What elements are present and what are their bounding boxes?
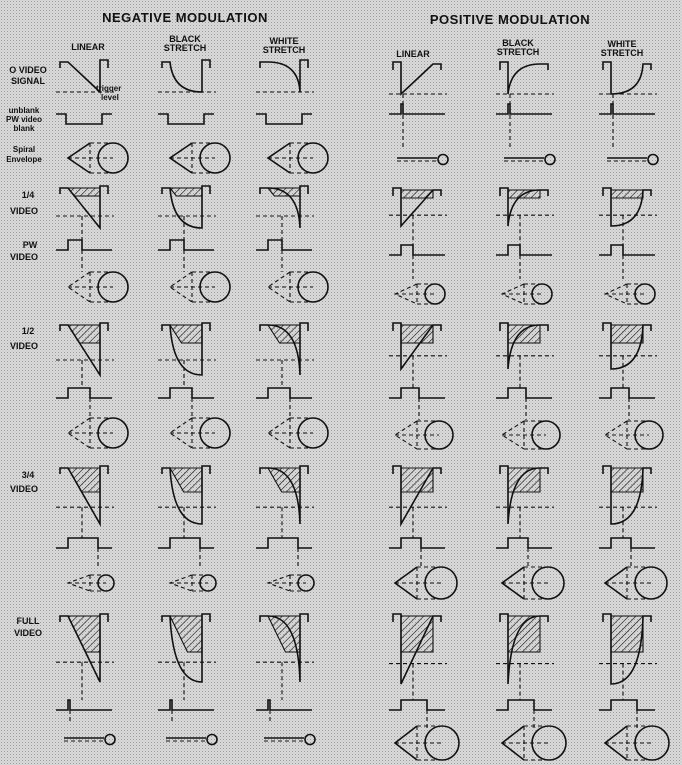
row-label-pw-1: PW	[23, 240, 38, 250]
envelope-row4-neg-linear-circle	[105, 735, 115, 745]
pulse-row1-neg-white	[256, 240, 312, 250]
signal-zero-neg-white	[260, 60, 308, 92]
blank-neg-white	[256, 114, 312, 124]
row-label-zero-video-1: O VIDEO	[9, 65, 47, 75]
pulse-row3-neg-black	[158, 538, 214, 548]
row-label-spiral-2: Envelope	[6, 155, 42, 164]
pulse-row4-pos-linear	[389, 700, 445, 710]
signal-row2-neg-linear-hatch	[68, 325, 100, 343]
signal-row3-pos-linear-hatch	[401, 468, 433, 492]
row-label-half-1: 1/2	[22, 326, 35, 336]
pulse-row3-neg-linear	[56, 538, 112, 548]
row-label-full-1: FULL	[17, 616, 40, 626]
signal-row1-pos-linear-hatch	[401, 190, 433, 198]
signal-row2-pos-white-hatch	[611, 325, 643, 343]
signal-row2-pos-black	[500, 323, 548, 369]
signal-row3-neg-white-hatch	[268, 468, 300, 492]
signal-row3-neg-linear-hatch	[68, 468, 100, 492]
pulse-row3-neg-white	[256, 538, 312, 548]
col-head-neg-linear: LINEAR	[71, 42, 105, 52]
waveform-drawings	[56, 60, 669, 760]
envelope-row1-pos-white-circle	[635, 284, 655, 304]
pulse-row1-pos-black	[496, 245, 552, 255]
pulse-row2-pos-white	[599, 388, 655, 398]
signal-zero-neg-linear	[60, 60, 108, 92]
pulse-row2-pos-linear	[389, 388, 445, 398]
signal-row3-pos-black-hatch	[508, 468, 540, 492]
row-label-full-2: VIDEO	[14, 628, 42, 638]
col-head-pos-linear: LINEAR	[396, 49, 430, 59]
signal-row2-neg-black-hatch	[170, 325, 202, 343]
pulse-row3-pos-black	[496, 538, 552, 548]
pulse-row2-neg-white	[256, 388, 312, 398]
row-label-quarter-2: VIDEO	[10, 206, 38, 216]
signal-zero-neg-black	[162, 60, 210, 92]
row-label-zero-video-2: SIGNAL	[11, 76, 46, 86]
signal-row1-neg-white	[260, 186, 308, 228]
signal-row4-neg-linear-hatch	[68, 616, 100, 652]
signal-zero-pos-white	[603, 62, 651, 94]
row-label-unblank-1: unblank	[9, 106, 40, 115]
col-head-pos-white-2: STRETCH	[601, 48, 644, 58]
pulse-zero-pos-white	[599, 104, 655, 114]
negative-modulation-title: NEGATIVE MODULATION	[102, 10, 268, 25]
pulse-row4-neg-black	[158, 700, 214, 710]
envelope-row4-neg-black-circle	[207, 735, 217, 745]
pulse-row3-pos-white	[599, 538, 655, 548]
envelope-zero-pos-black-circle	[545, 155, 555, 165]
blank-neg-black	[158, 114, 214, 124]
envelope-zero-pos-linear-circle	[438, 155, 448, 165]
signal-row2-pos-linear-hatch	[401, 325, 433, 343]
col-head-pos-black-2: STRETCH	[497, 47, 540, 57]
signal-zero-pos-black	[500, 62, 548, 94]
positive-modulation-title: POSITIVE MODULATION	[430, 12, 590, 27]
signal-row1-pos-black	[500, 188, 548, 226]
pulse-row2-pos-black	[496, 388, 552, 398]
pulse-row1-pos-linear	[389, 245, 445, 255]
pulse-row1-neg-linear	[56, 240, 112, 250]
col-head-neg-white-2: STRETCH	[263, 45, 306, 55]
signal-row3-neg-black-hatch	[170, 468, 202, 492]
row-label-quarter-1: 1/4	[22, 190, 35, 200]
row-label-unblank-2: PW video	[6, 115, 42, 124]
trigger-level-label-2: level	[101, 93, 119, 102]
signal-row3-pos-black	[500, 466, 548, 524]
pulse-row4-pos-black	[496, 700, 552, 710]
blank-neg-linear	[56, 114, 112, 124]
pulse-zero-pos-black	[496, 104, 552, 114]
col-head-neg-black-2: STRETCH	[164, 43, 207, 53]
row-label-spiral-1: Spiral	[13, 145, 35, 154]
row-label-three-quarter-1: 3/4	[22, 470, 35, 480]
signal-row1-pos-white-hatch	[611, 190, 643, 198]
row-label-half-2: VIDEO	[10, 341, 38, 351]
pulse-row2-neg-black	[158, 388, 214, 398]
pulse-zero-pos-linear	[389, 104, 445, 114]
pulse-row4-pos-white	[599, 700, 655, 710]
envelope-row1-pos-black-circle	[532, 284, 552, 304]
envelope-row1-pos-linear-circle	[425, 284, 445, 304]
signal-row2-pos-black-hatch	[508, 325, 540, 343]
envelope-row4-neg-white-circle	[305, 735, 315, 745]
row-label-pw-2: VIDEO	[10, 252, 38, 262]
pulse-row4-neg-linear	[56, 700, 112, 710]
signal-row1-neg-black-hatch	[170, 188, 202, 196]
signal-row3-pos-white-hatch	[611, 468, 643, 492]
envelope-zero-pos-white-circle	[648, 155, 658, 165]
row-label-unblank-3: blank	[14, 124, 35, 133]
pulse-row1-pos-white	[599, 245, 655, 255]
signal-row2-neg-white-hatch	[268, 325, 300, 343]
pulse-row2-neg-linear	[56, 388, 112, 398]
signal-row4-pos-white-hatch	[611, 616, 643, 652]
signal-zero-pos-linear	[393, 62, 441, 94]
signal-row4-neg-black-hatch	[170, 616, 202, 652]
pulse-row3-pos-linear	[389, 538, 445, 548]
pulse-row1-neg-black	[158, 240, 214, 250]
signal-row4-pos-linear-hatch	[401, 616, 433, 652]
pulse-row4-neg-white	[256, 700, 312, 710]
row-label-three-quarter-2: VIDEO	[10, 484, 38, 494]
